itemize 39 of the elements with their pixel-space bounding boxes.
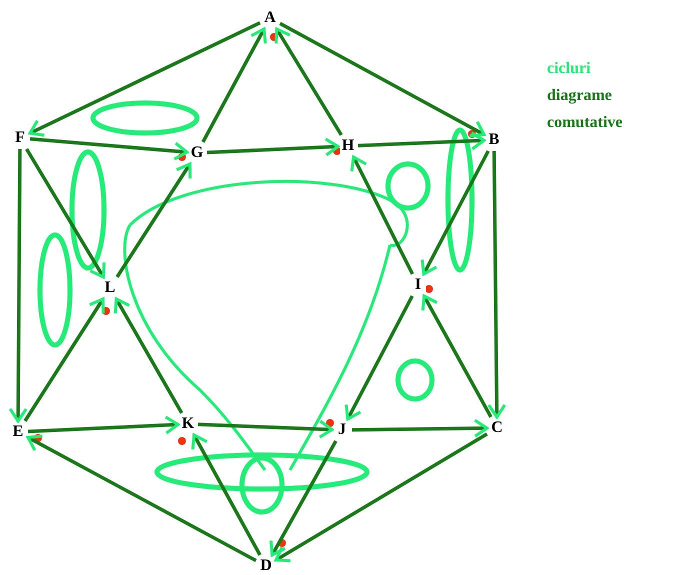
arrow [487,150,506,418]
arrow [358,131,486,150]
vertex-label: I [414,276,422,293]
vertex-label: F [15,129,25,146]
arrow [344,295,414,420]
arrow [274,432,488,562]
arrow [421,294,492,418]
arrow [420,150,490,276]
arrow [350,156,414,275]
arrow [24,298,105,422]
vertex-label: K [182,415,194,432]
legend-text: diagrame [547,87,612,105]
vertex-label: G [190,144,204,161]
arrow [279,22,486,138]
arrow [114,298,184,414]
arrow [26,434,257,562]
vertex-label: D [260,557,272,574]
arrow [270,440,338,556]
vertex-label: C [491,419,503,436]
arrow [198,420,334,439]
arrow [201,28,267,143]
arrow [352,418,488,438]
legend-text: cicluri [547,60,591,78]
arrow [206,138,340,156]
vertex-label: A [264,9,276,26]
arrow [28,21,261,137]
arrow [191,434,262,556]
arrow [8,148,28,422]
arrow [30,137,188,161]
vertex-label: E [12,423,24,440]
vertex-label: J [338,421,346,438]
arrow [28,416,180,435]
vertex-label: B [488,131,500,148]
arrow [116,162,192,278]
arrow [274,28,343,136]
legend-text: comutative [547,114,623,132]
arrow [25,148,106,278]
vertex-label: L [104,279,116,296]
vertex-label: H [342,137,354,154]
